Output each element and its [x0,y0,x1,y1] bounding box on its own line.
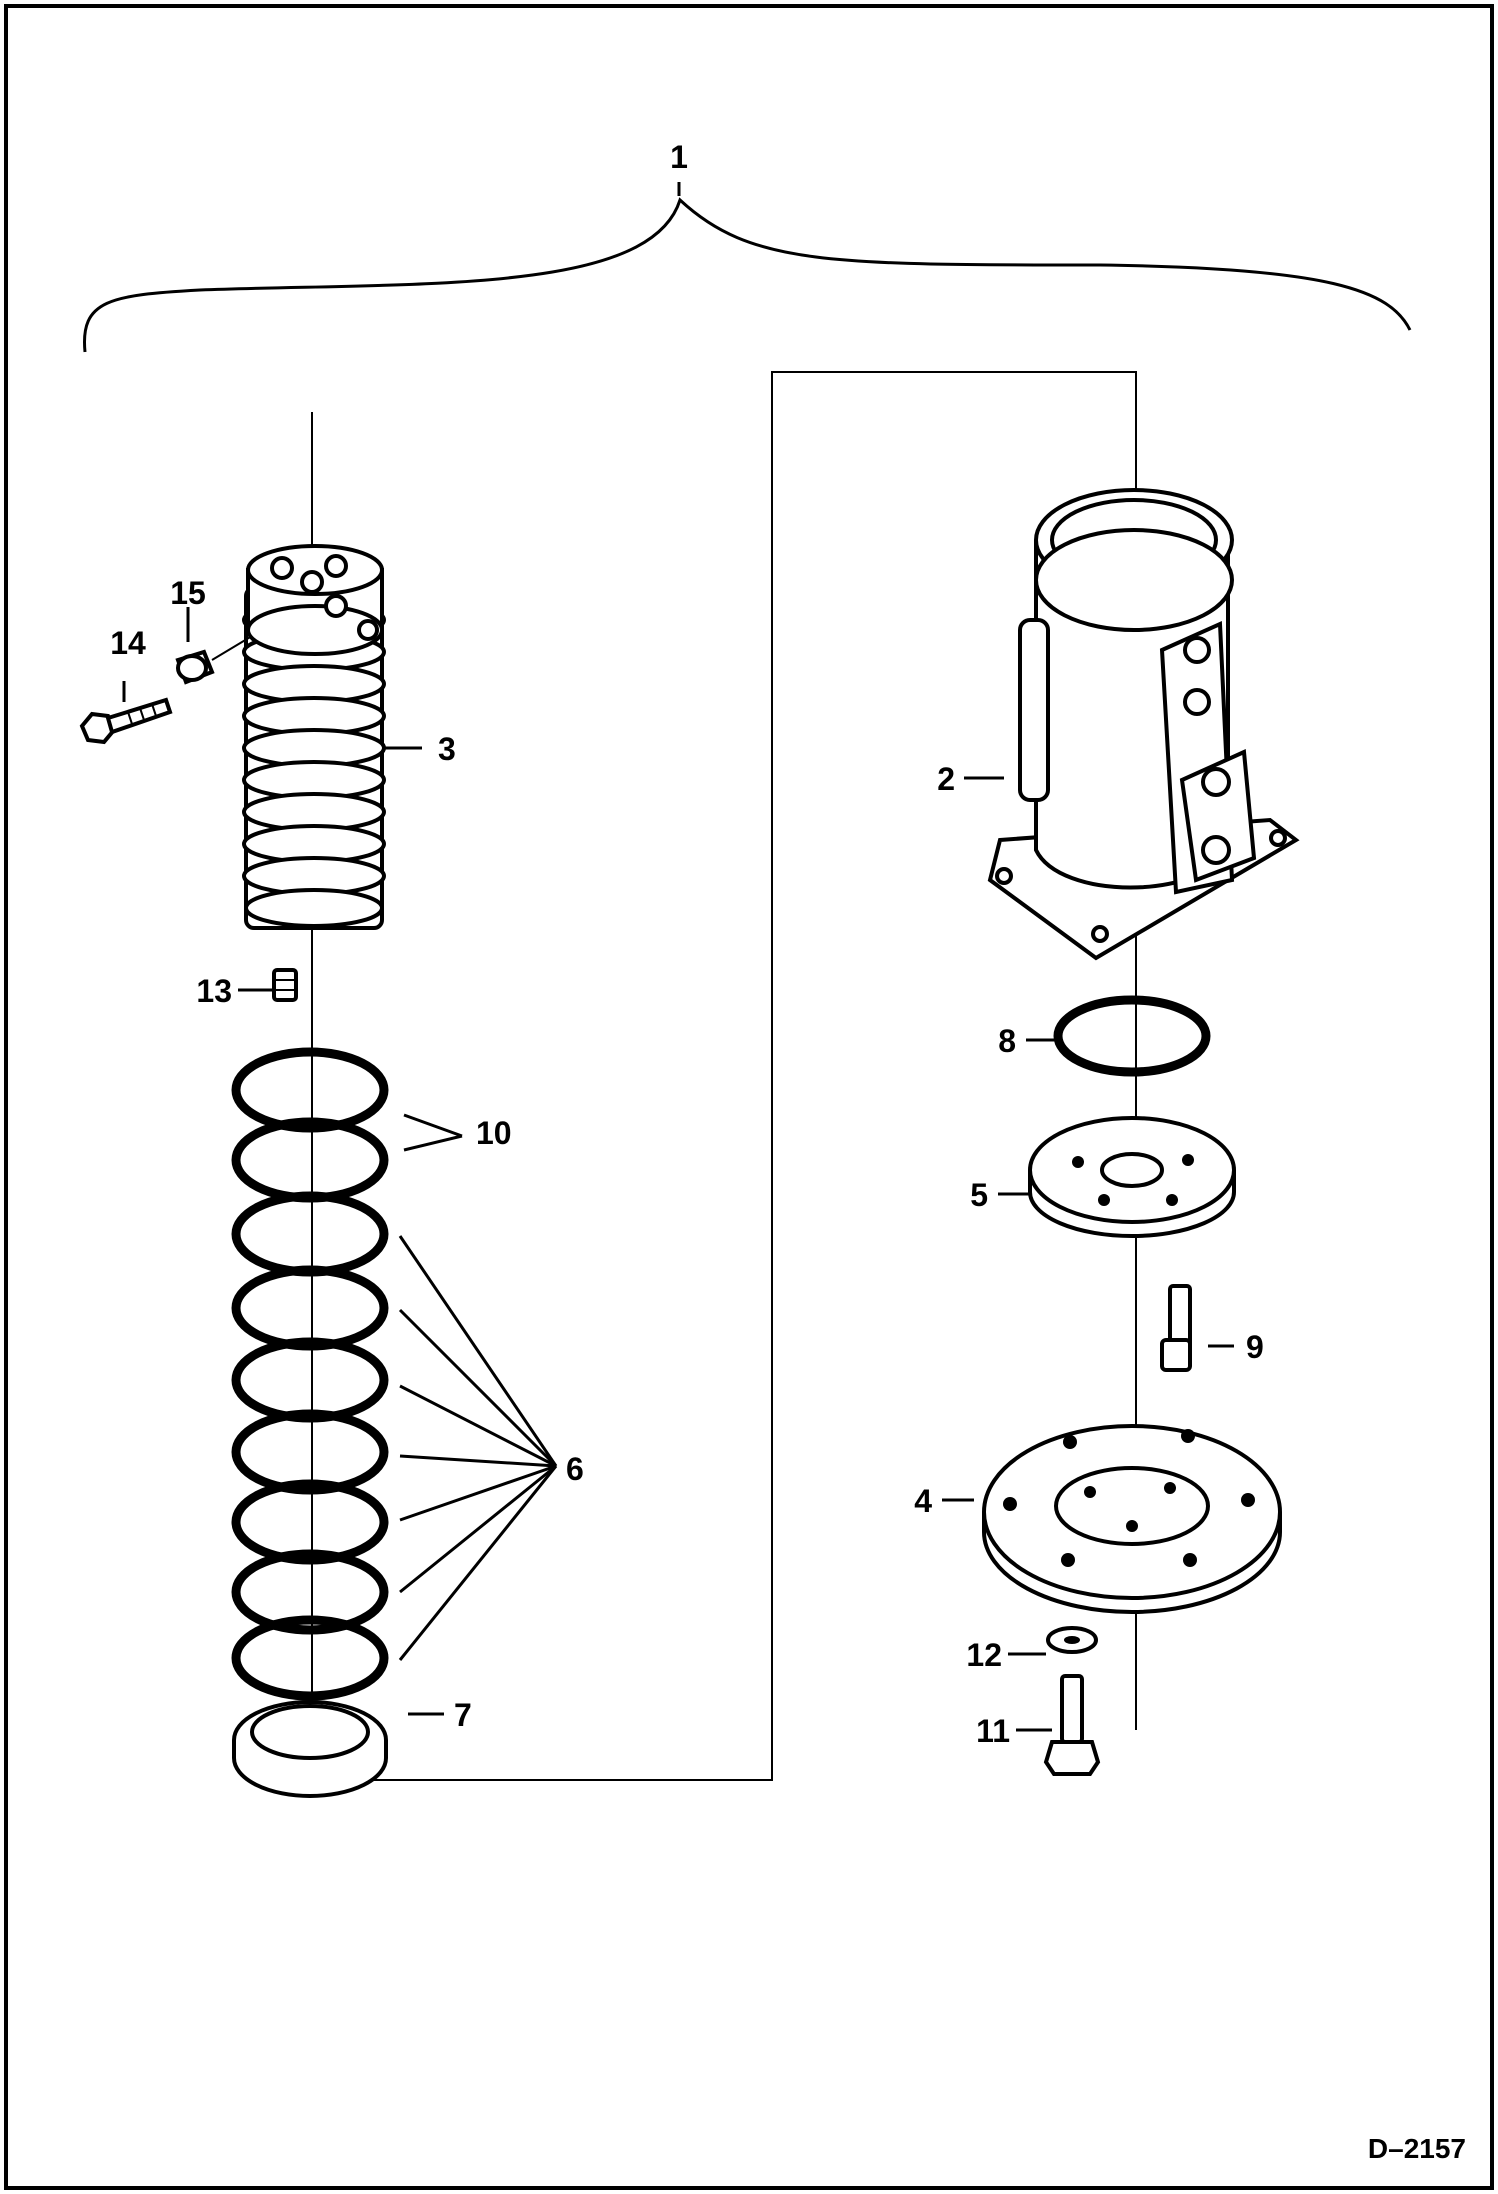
callout-labels: 1 2 3 4 5 6 7 8 9 10 11 12 13 14 15 D–21… [110,139,1466,2164]
o-ring-part [1053,995,1211,1077]
callout-2: 2 [937,761,955,797]
callout-12: 12 [966,1637,1002,1673]
fitting-part [175,635,253,685]
bolt-part [79,697,173,745]
callout-15: 15 [170,575,206,611]
spool-part [242,544,386,930]
callout-10: 10 [476,1115,512,1151]
plug-part [272,968,298,1002]
callout-9: 9 [1246,1329,1264,1365]
callout-5: 5 [970,1177,988,1213]
flange-part [982,1424,1282,1614]
leader-lines [122,182,1234,1732]
assembly-brace [82,197,1412,353]
retainer-plate-part [1028,1116,1236,1238]
washer-part [1046,1626,1098,1654]
callout-1: 1 [670,139,688,175]
callout-8: 8 [998,1023,1016,1059]
page-border [4,4,1494,2190]
seal-ring-stack [231,1047,389,1701]
callout-14: 14 [110,625,146,661]
ring-seal-part [232,1700,388,1798]
callout-4: 4 [914,1483,932,1519]
callout-11: 11 [976,1713,1010,1749]
callout-13: 13 [196,973,232,1009]
callout-7: 7 [454,1697,472,1733]
flange-bolt-part [1043,1674,1101,1776]
plate-bolt-part [1160,1284,1192,1372]
drawing-code: D–2157 [1368,2133,1466,2164]
callout-3: 3 [438,731,456,767]
housing-part [987,488,1300,961]
callout-6: 6 [566,1451,584,1487]
